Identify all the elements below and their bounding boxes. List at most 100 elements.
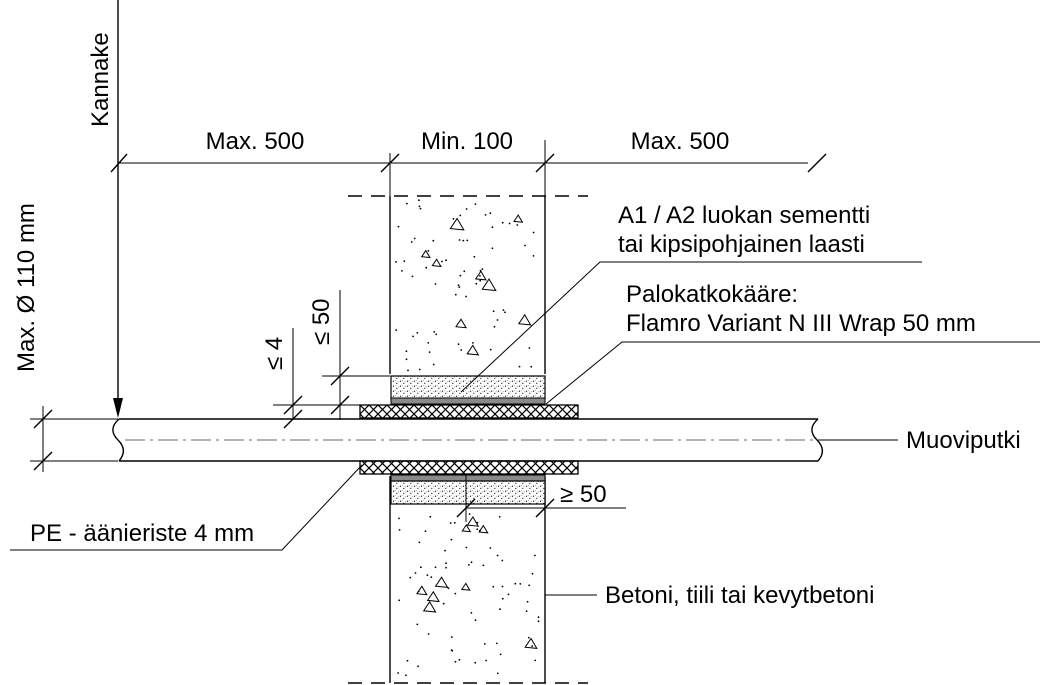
- aggregate-dot: [496, 319, 499, 321]
- aggregate-dot: [508, 222, 511, 225]
- aggregate-dot: [403, 260, 406, 263]
- aggregate-stone: [466, 516, 480, 527]
- aggregate-stone: [434, 576, 449, 588]
- aggregate-dot: [435, 333, 438, 336]
- wrap-callout: Palokatkokääre: Flamro Variant N III Wra…: [545, 281, 1040, 405]
- pipe-right-break: [811, 418, 824, 462]
- pipe-diameter-label: Max. Ø 110 mm: [13, 203, 40, 372]
- aggregate-stone: [426, 590, 440, 603]
- aggregate-dot: [534, 659, 537, 662]
- aggregate-dot: [444, 549, 446, 552]
- wrap-label-line2: Flamro Variant N III Wrap 50 mm: [626, 310, 976, 337]
- aggregate-dot: [489, 212, 492, 215]
- aggregate-dot: [454, 592, 457, 595]
- aggregate-dot: [499, 608, 501, 611]
- aggregate-stone: [513, 214, 524, 223]
- aggregate-stone: [455, 318, 468, 329]
- aggregate-dot: [526, 600, 529, 603]
- aggregate-dot: [537, 620, 540, 623]
- aggregate-dot: [427, 250, 430, 252]
- aggregate-dot: [496, 642, 498, 645]
- aggregate-dot: [489, 348, 492, 351]
- aggregate-dot: [501, 559, 504, 562]
- dimension-tick-support: [110, 153, 128, 173]
- aggregate-dot: [427, 633, 430, 635]
- mortar-label-line1: A1 / A2 luokan sementti: [618, 202, 870, 229]
- aggregate-dot: [537, 616, 540, 619]
- aggregate-dot: [470, 612, 473, 614]
- aggregate-dot: [450, 538, 453, 541]
- aggregate-dot: [417, 665, 419, 668]
- aggregate-dot: [514, 582, 517, 585]
- aggregate-dot: [428, 351, 431, 353]
- aggregate-dot: [450, 649, 453, 651]
- aggregate-stone: [422, 600, 437, 613]
- aggregate-dot: [395, 329, 398, 331]
- aggregate-dot: [419, 207, 422, 210]
- overhang-tick-left: [456, 498, 476, 518]
- mortar-label-line2: tai kipsipohjainen laasti: [618, 231, 865, 258]
- aggregate-dot: [405, 674, 407, 677]
- mortar-depth-tick-bottom: [330, 395, 350, 415]
- aggregate-dot: [496, 672, 499, 675]
- fire-wrap: [359, 404, 579, 475]
- gap-tick-top: [283, 395, 303, 415]
- aggregate-dot: [502, 309, 505, 311]
- aggregate-dot: [468, 513, 471, 515]
- aggregate-dot: [527, 636, 530, 639]
- aggregate-dot: [405, 358, 408, 361]
- aggregate-dot: [418, 199, 420, 202]
- aggregate-stone: [420, 249, 431, 259]
- support-kannake: Kannake: [87, 0, 123, 418]
- aggregate-dot: [462, 239, 465, 242]
- aggregate-dot: [398, 529, 401, 531]
- aggregate-dot: [465, 208, 468, 210]
- aggregate-dot: [398, 599, 401, 602]
- dimension-tick-end: [807, 153, 827, 173]
- aggregate-dot: [528, 584, 530, 587]
- aggregate-dot: [519, 583, 522, 585]
- aggregate-dot: [470, 561, 473, 564]
- aggregate-dot: [450, 636, 453, 638]
- diameter-tick-top: [33, 409, 53, 429]
- aggregate-stone: [431, 258, 442, 268]
- aggregate-dot: [466, 239, 469, 242]
- aggregate-dot: [465, 546, 468, 549]
- aggregate-stone: [478, 524, 489, 534]
- dim-center-label: Min. 100: [421, 128, 513, 155]
- aggregate-dot: [418, 541, 421, 544]
- aggregate-stone: [449, 217, 465, 231]
- aggregate-dot: [457, 343, 460, 346]
- aggregate-dot: [424, 530, 427, 532]
- wrap-leader-line: [545, 341, 1040, 405]
- aggregate-dot: [472, 342, 474, 344]
- aggregate-dot: [418, 205, 421, 208]
- aggregate-dot: [524, 244, 526, 247]
- mortar-depth-label: ≤ 50: [308, 298, 335, 345]
- aggregate-stone: [524, 637, 538, 649]
- aggregate-stone: [517, 313, 532, 326]
- horizontal-dimension: Max. 500 Min. 100 Max. 500: [110, 128, 827, 196]
- aggregate-dot: [501, 597, 504, 600]
- aggregate-stone: [481, 278, 497, 292]
- mortar-fill: [390, 375, 546, 505]
- aggregate-dot: [409, 576, 412, 579]
- aggregate-dot: [474, 203, 477, 206]
- aggregate-dot: [491, 247, 494, 250]
- aggregate-dot: [418, 368, 421, 371]
- aggregate-dot: [441, 260, 443, 263]
- aggregate-dot: [430, 576, 433, 578]
- aggregate-stone: [460, 582, 471, 591]
- aggregate-dot: [501, 221, 504, 224]
- aggregate-dot: [427, 342, 430, 344]
- aggregate-dot: [501, 585, 504, 588]
- aggregate-dot: [432, 363, 435, 366]
- aggregate-dot: [459, 274, 462, 277]
- aggregate-dot: [482, 564, 485, 567]
- aggregate-dot: [401, 270, 403, 272]
- pipe-left-break: [112, 418, 125, 462]
- aggregate-dot: [445, 566, 447, 569]
- aggregate-dot: [484, 214, 487, 216]
- aggregate-dot: [489, 547, 492, 549]
- diameter-tick-bottom: [33, 451, 53, 471]
